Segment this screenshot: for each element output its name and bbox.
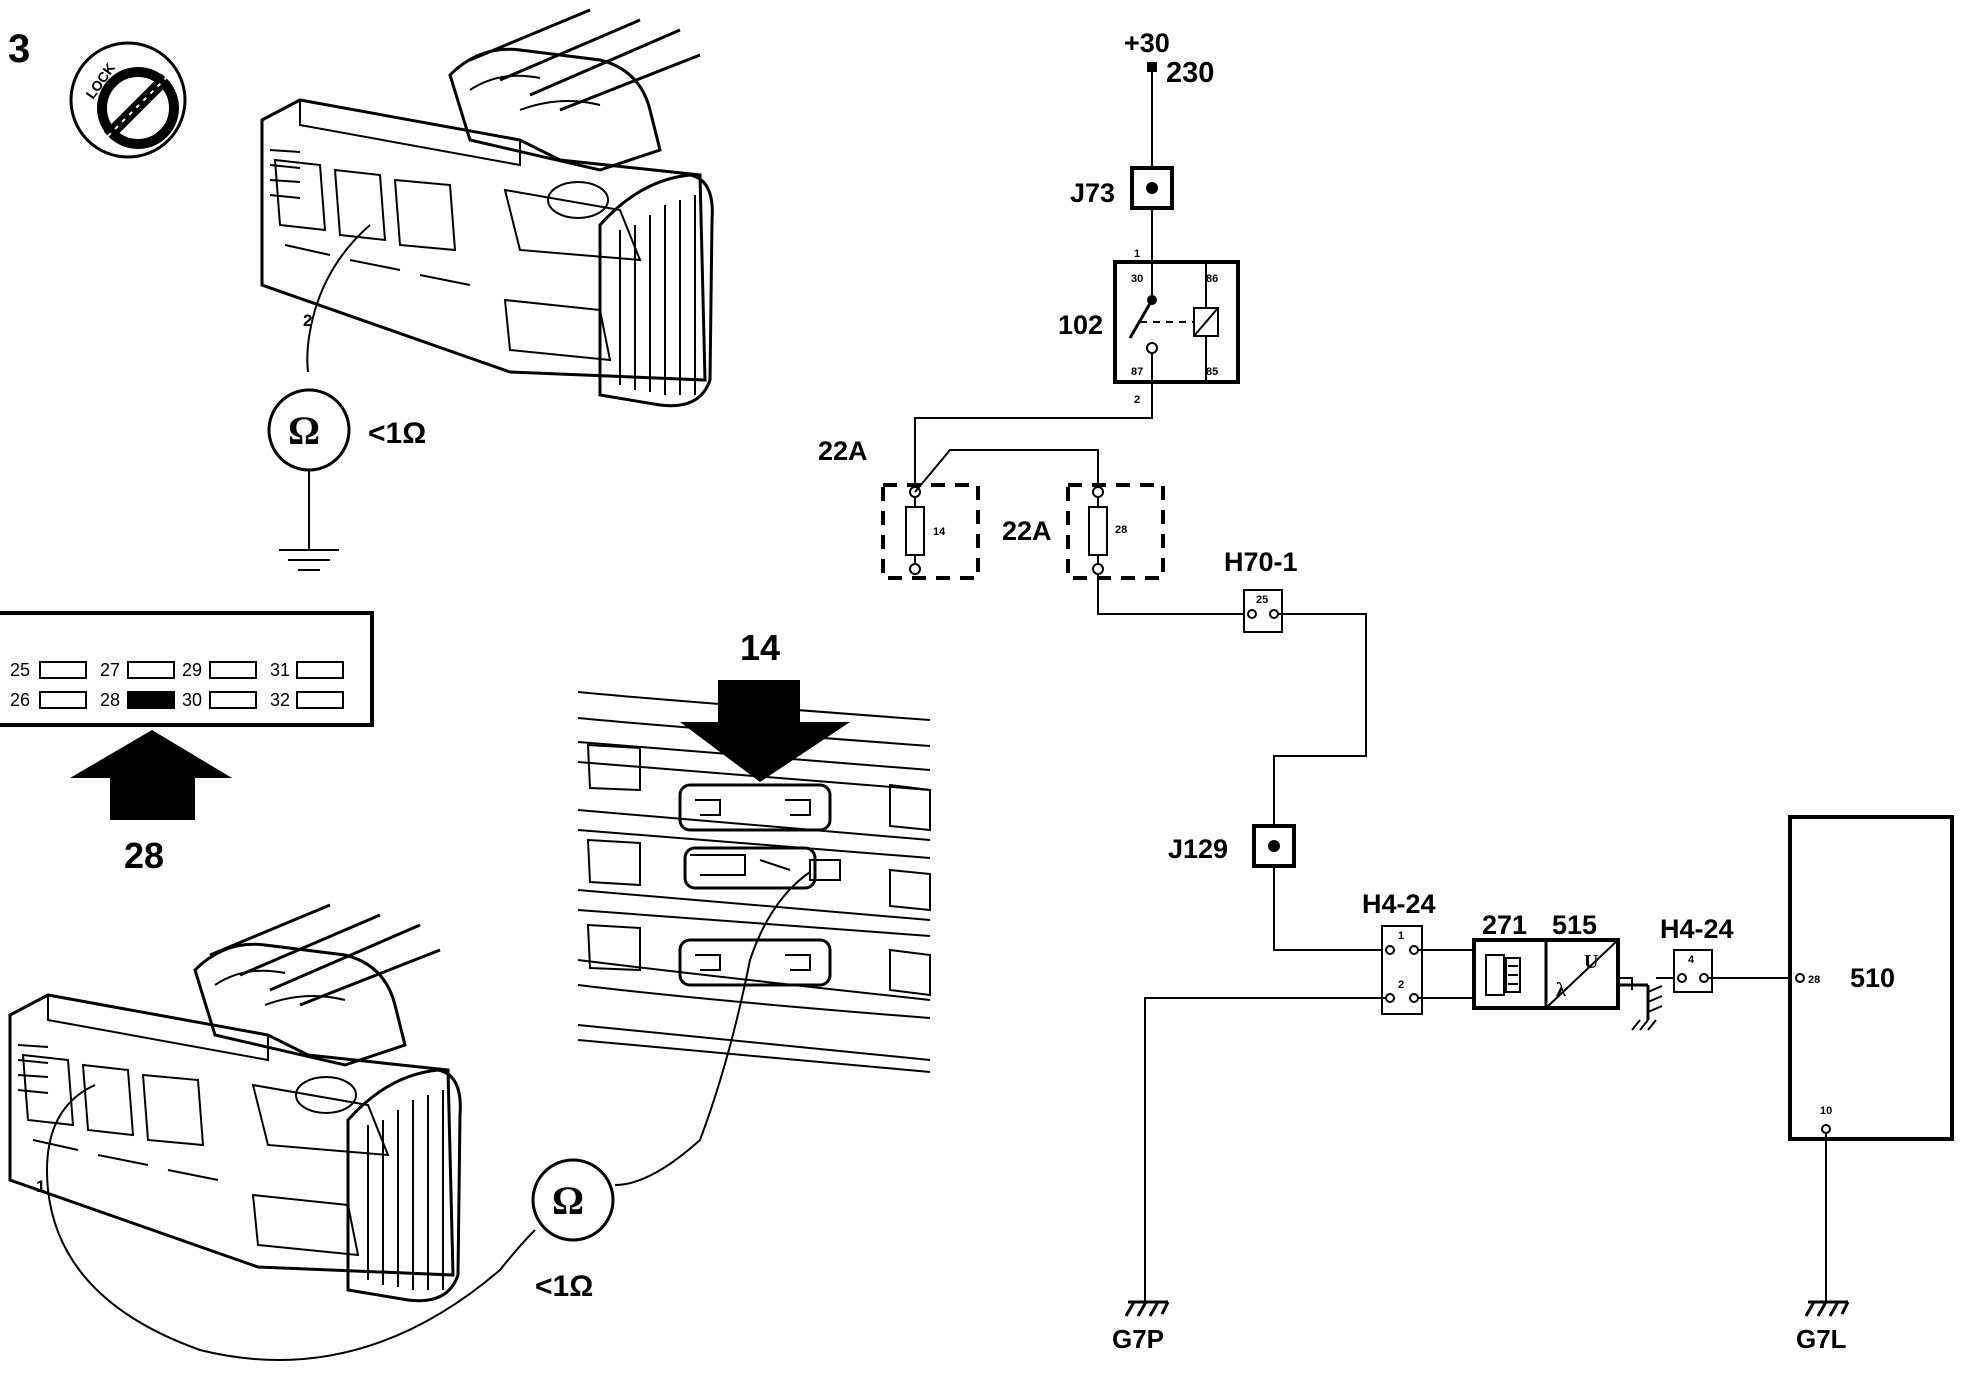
h424-right-pin: 4 bbox=[1688, 954, 1695, 966]
relay-pin-87: 87 bbox=[1131, 366, 1143, 378]
exhaust-ground-icon bbox=[1618, 983, 1663, 1031]
ecu-510: 28 510 10 bbox=[1788, 815, 1954, 1141]
j129-label: J129 bbox=[1168, 834, 1228, 864]
fuse-28-highlight bbox=[127, 691, 175, 709]
fuse-label-30: 30 bbox=[182, 690, 202, 710]
relay-102: 30 86 87 85 bbox=[1113, 260, 1240, 384]
h424-left-label: H4-24 bbox=[1362, 889, 1436, 919]
arrow-down-icon bbox=[680, 680, 850, 782]
connector-bottom-drawing bbox=[8, 903, 462, 1303]
fuse-panel-arrow-label: 28 bbox=[124, 835, 164, 876]
fuse-label-29: 29 bbox=[182, 660, 202, 680]
supply-wire-label: 230 bbox=[1166, 57, 1214, 89]
ground-left-label: G7P bbox=[1112, 1324, 1164, 1354]
fuse-b-label: 22A bbox=[1002, 516, 1052, 546]
fuse-b: 28 bbox=[1066, 483, 1165, 580]
fuse-label-31: 31 bbox=[270, 660, 290, 680]
fuse-panel: 25 27 29 31 26 28 30 32 bbox=[0, 611, 374, 727]
h424-right-label: H4-24 bbox=[1660, 914, 1734, 944]
connector-top-drawing bbox=[260, 8, 714, 408]
reading-top: <1Ω bbox=[368, 417, 426, 450]
sensor-u-symbol: U bbox=[1584, 951, 1598, 973]
fuse-label-28: 28 bbox=[100, 690, 120, 710]
pin-label-bottom: 1 bbox=[36, 1177, 45, 1196]
fuse-label-32: 32 bbox=[270, 690, 290, 710]
j73-label: J73 bbox=[1070, 178, 1115, 208]
pin-label-top: 2 bbox=[303, 311, 312, 330]
ground-g7l-icon bbox=[1804, 1300, 1850, 1317]
fuse-a-number: 14 bbox=[933, 526, 946, 538]
ohm-symbol-top: Ω bbox=[288, 408, 320, 453]
relay-label: 102 bbox=[1058, 310, 1103, 340]
component-271-label: 271 bbox=[1482, 910, 1527, 940]
ohm-symbol-bottom: Ω bbox=[552, 1178, 584, 1223]
supply-label: +30 bbox=[1124, 28, 1170, 58]
reading-bottom: <1Ω bbox=[535, 1270, 593, 1303]
ground-icon bbox=[279, 549, 339, 571]
h424-right-connector bbox=[1673, 949, 1713, 993]
ecu-label: 510 bbox=[1850, 963, 1895, 993]
probe-wire-fuse bbox=[614, 871, 811, 1186]
h424-left-pin1: 1 bbox=[1398, 930, 1404, 942]
h70-label: H70-1 bbox=[1224, 547, 1298, 577]
ignition-lock-icon: LOCK bbox=[69, 41, 187, 159]
ohmmeter-top: Ω bbox=[267, 388, 351, 550]
ground-right-label: G7L bbox=[1796, 1324, 1847, 1354]
component-515-label: 515 bbox=[1552, 910, 1597, 940]
fuse-a: 14 bbox=[881, 483, 980, 580]
probe-wire-bottom bbox=[46, 1084, 536, 1361]
relay-pin-in: 1 bbox=[1134, 248, 1140, 260]
probe-wire-top bbox=[306, 224, 371, 373]
ecu-pin-28: 28 bbox=[1808, 974, 1820, 986]
fuse-block-arrow-label: 14 bbox=[740, 627, 780, 668]
h70-pin: 25 bbox=[1256, 594, 1268, 606]
step-number: 3 bbox=[8, 27, 30, 71]
ground-g7p-icon bbox=[1124, 1300, 1170, 1317]
fuse-label-25: 25 bbox=[10, 660, 30, 680]
sensor-lambda-symbol: λ bbox=[1556, 979, 1566, 1001]
lambda-sensor: U λ bbox=[1472, 938, 1620, 1010]
h424-left-pin2: 2 bbox=[1398, 979, 1404, 991]
ecu-pin-10: 10 bbox=[1820, 1105, 1832, 1117]
fuse-label-27: 27 bbox=[100, 660, 120, 680]
fuse-block-drawing bbox=[577, 691, 931, 1073]
relay-pin-out: 2 bbox=[1134, 394, 1140, 406]
fuse-b-number: 28 bbox=[1115, 524, 1127, 536]
supply-terminal bbox=[1147, 62, 1157, 72]
relay-pin-86: 86 bbox=[1206, 273, 1218, 285]
h424-left-connector bbox=[1381, 925, 1423, 1015]
arrow-up-icon bbox=[70, 730, 232, 820]
ohmmeter-bottom: Ω bbox=[531, 1158, 615, 1242]
fuse-a-label: 22A bbox=[818, 436, 868, 466]
relay-pin-85: 85 bbox=[1206, 366, 1218, 378]
j129-junction bbox=[1252, 824, 1296, 868]
fuse-label-26: 26 bbox=[10, 690, 30, 710]
relay-pin-30: 30 bbox=[1131, 273, 1143, 285]
